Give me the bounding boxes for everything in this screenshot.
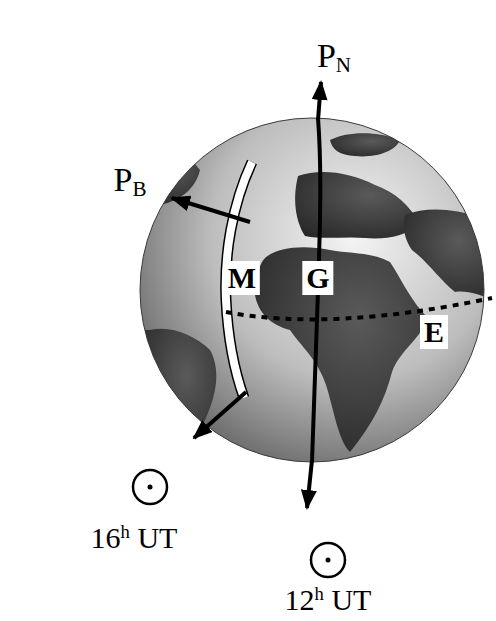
equator xyxy=(226,298,492,319)
globe xyxy=(140,118,484,462)
globe-rim xyxy=(140,118,484,462)
sun-symbol xyxy=(311,543,345,577)
sun-16h-arrow xyxy=(194,392,246,438)
pole-label: PB xyxy=(114,163,147,197)
meridian-label: M xyxy=(224,261,260,295)
sun-dot xyxy=(326,558,331,563)
sun-dot xyxy=(148,485,153,490)
time-label: 12h UT xyxy=(285,585,372,615)
pole-label: PN xyxy=(317,39,351,73)
meridian-label: G xyxy=(302,261,333,295)
sun-symbol xyxy=(133,470,167,504)
north-pole-arrow xyxy=(318,82,321,120)
sun-12h-arrow xyxy=(307,460,312,508)
time-label: 16h UT xyxy=(91,523,178,553)
equator-label: E xyxy=(420,315,448,349)
pole-b-arrow xyxy=(172,198,250,222)
